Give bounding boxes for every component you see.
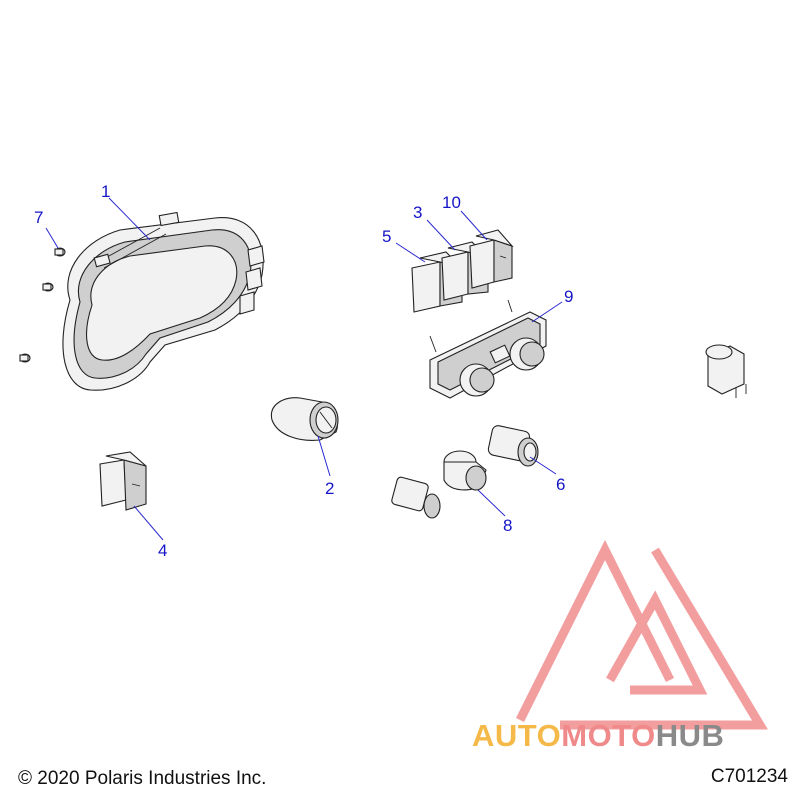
leader-2 [317,435,331,477]
leader-1 [108,197,151,241]
callout-8: 8 [503,516,512,535]
callout-10: 10 [442,193,461,212]
rocker-switch-4 [99,451,147,511]
drawing-number: C701234 [710,766,788,787]
callout-1: 1 [101,182,110,201]
instrument-cluster [62,211,265,391]
screw-2 [42,282,54,292]
power-outlet-8 [391,450,487,519]
leader-6 [529,456,557,475]
leader-8 [477,489,506,517]
small-connector [705,344,747,398]
leader-3 [426,219,456,251]
rocker-switch-10 [469,229,514,289]
leader-lines [45,197,563,541]
watermark-text: AUTOMOTOHUB [472,718,724,754]
climate-control-panel [429,299,547,399]
copyright-notice: © 2020 Polaris Industries Inc. [18,768,267,789]
leader-7 [45,227,59,249]
watermark-logo [515,540,768,730]
logo-triangles-icon [515,540,768,730]
watermark-moto: MOTO [561,718,656,753]
leader-9 [531,301,563,323]
ignition-switch [270,397,339,441]
power-outlet-6 [487,425,539,467]
callout-9: 9 [564,287,573,306]
screw-1 [54,247,66,257]
leader-4 [133,505,164,541]
screw-group [19,247,66,363]
callout-5: 5 [382,227,391,246]
callout-2: 2 [325,479,334,498]
leader-5 [395,242,426,263]
leader-10 [460,210,488,241]
watermark-hub: HUB [655,718,725,753]
callout-4: 4 [158,541,167,560]
callout-6: 6 [556,475,565,494]
callout-7: 7 [34,208,43,227]
callout-labels: 1 2 3 4 5 6 7 8 9 10 [34,182,573,560]
watermark-auto: AUTO [472,718,562,753]
screw-3 [19,353,31,363]
callout-3: 3 [413,203,422,222]
